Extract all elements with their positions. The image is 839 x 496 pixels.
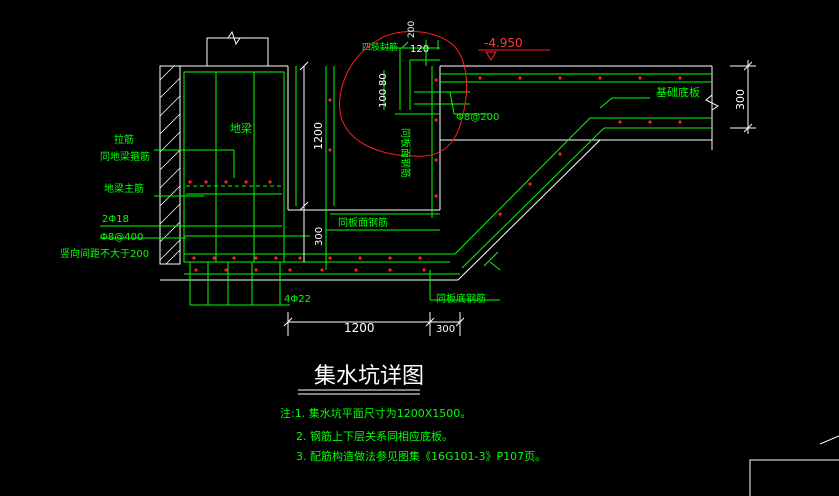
dim-300-bottom: 300 — [436, 324, 455, 335]
dim-300-vertical: 300 — [314, 227, 325, 246]
revision-cloud — [339, 31, 468, 157]
dim-300-right: 300 — [734, 89, 747, 110]
dim-200: 200 — [407, 21, 417, 38]
label-phi8-200: Φ8@200 — [456, 112, 499, 123]
elevation-label: -4.950 — [484, 36, 523, 50]
label-4phi22: 4Φ22 — [284, 294, 311, 305]
dimension-lines — [283, 60, 756, 336]
elevation-marker: -4.950 — [478, 36, 550, 61]
notes: 注:1. 集水坑平面尺寸为1200X1500。 2. 钢筋上下层关系同相应底板。… — [280, 406, 546, 463]
label-2phi18: 2Φ18 — [102, 214, 129, 225]
note-2: 2. 钢筋上下层关系同相应底板。 — [296, 429, 453, 443]
dim-1200-bottom: 1200 — [344, 321, 375, 335]
dim-120: 120 — [410, 44, 429, 55]
label-circle-bar: 四肢封筋 — [362, 41, 398, 53]
concrete-outline — [160, 30, 719, 281]
adjacent-drawing-frame — [749, 459, 839, 496]
label-phi8-400: Φ8@400 — [100, 232, 143, 243]
label-tie-bar: 拉筋 — [114, 133, 134, 146]
label-bottom-rebar: 同板底钢筋 — [436, 292, 486, 305]
label-foundation-slab: 基础底板 — [656, 85, 700, 99]
note-3: 3. 配筋构造做法参见图集《16G101-3》P107页。 — [296, 449, 546, 463]
dimension-texts: 1200 300 1200 300 300 120 200 80 100 — [312, 21, 747, 335]
rebar-dots — [188, 76, 682, 272]
hatched-wall — [159, 65, 181, 265]
rebar-lines — [100, 40, 712, 306]
annotations: 拉筋 同地梁箍筋 地梁 地梁主筋 2Φ18 Φ8@400 竖向间距不大于200 … — [60, 41, 700, 305]
dim-1200-vertical: 1200 — [312, 122, 325, 150]
dim-80: 80 — [378, 73, 389, 86]
label-vertical-spacing: 竖向间距不大于200 — [60, 247, 149, 260]
dim-100: 100 — [378, 89, 389, 108]
drawing-title: 集水坑详图 — [314, 364, 424, 389]
label-beam-rebar-same: 同地梁箍筋 — [100, 150, 150, 163]
label-beam-main-bar: 地梁主筋 — [104, 182, 144, 195]
note-1: 注:1. 集水坑平面尺寸为1200X1500。 — [280, 406, 471, 420]
label-ground-beam: 地梁 — [230, 121, 252, 135]
label-slab-face-vertical: 同板面钢筋 — [399, 128, 412, 178]
title-block: 集水坑详图 — [298, 364, 424, 395]
label-side-rebar: 同板面钢筋 — [338, 216, 388, 229]
